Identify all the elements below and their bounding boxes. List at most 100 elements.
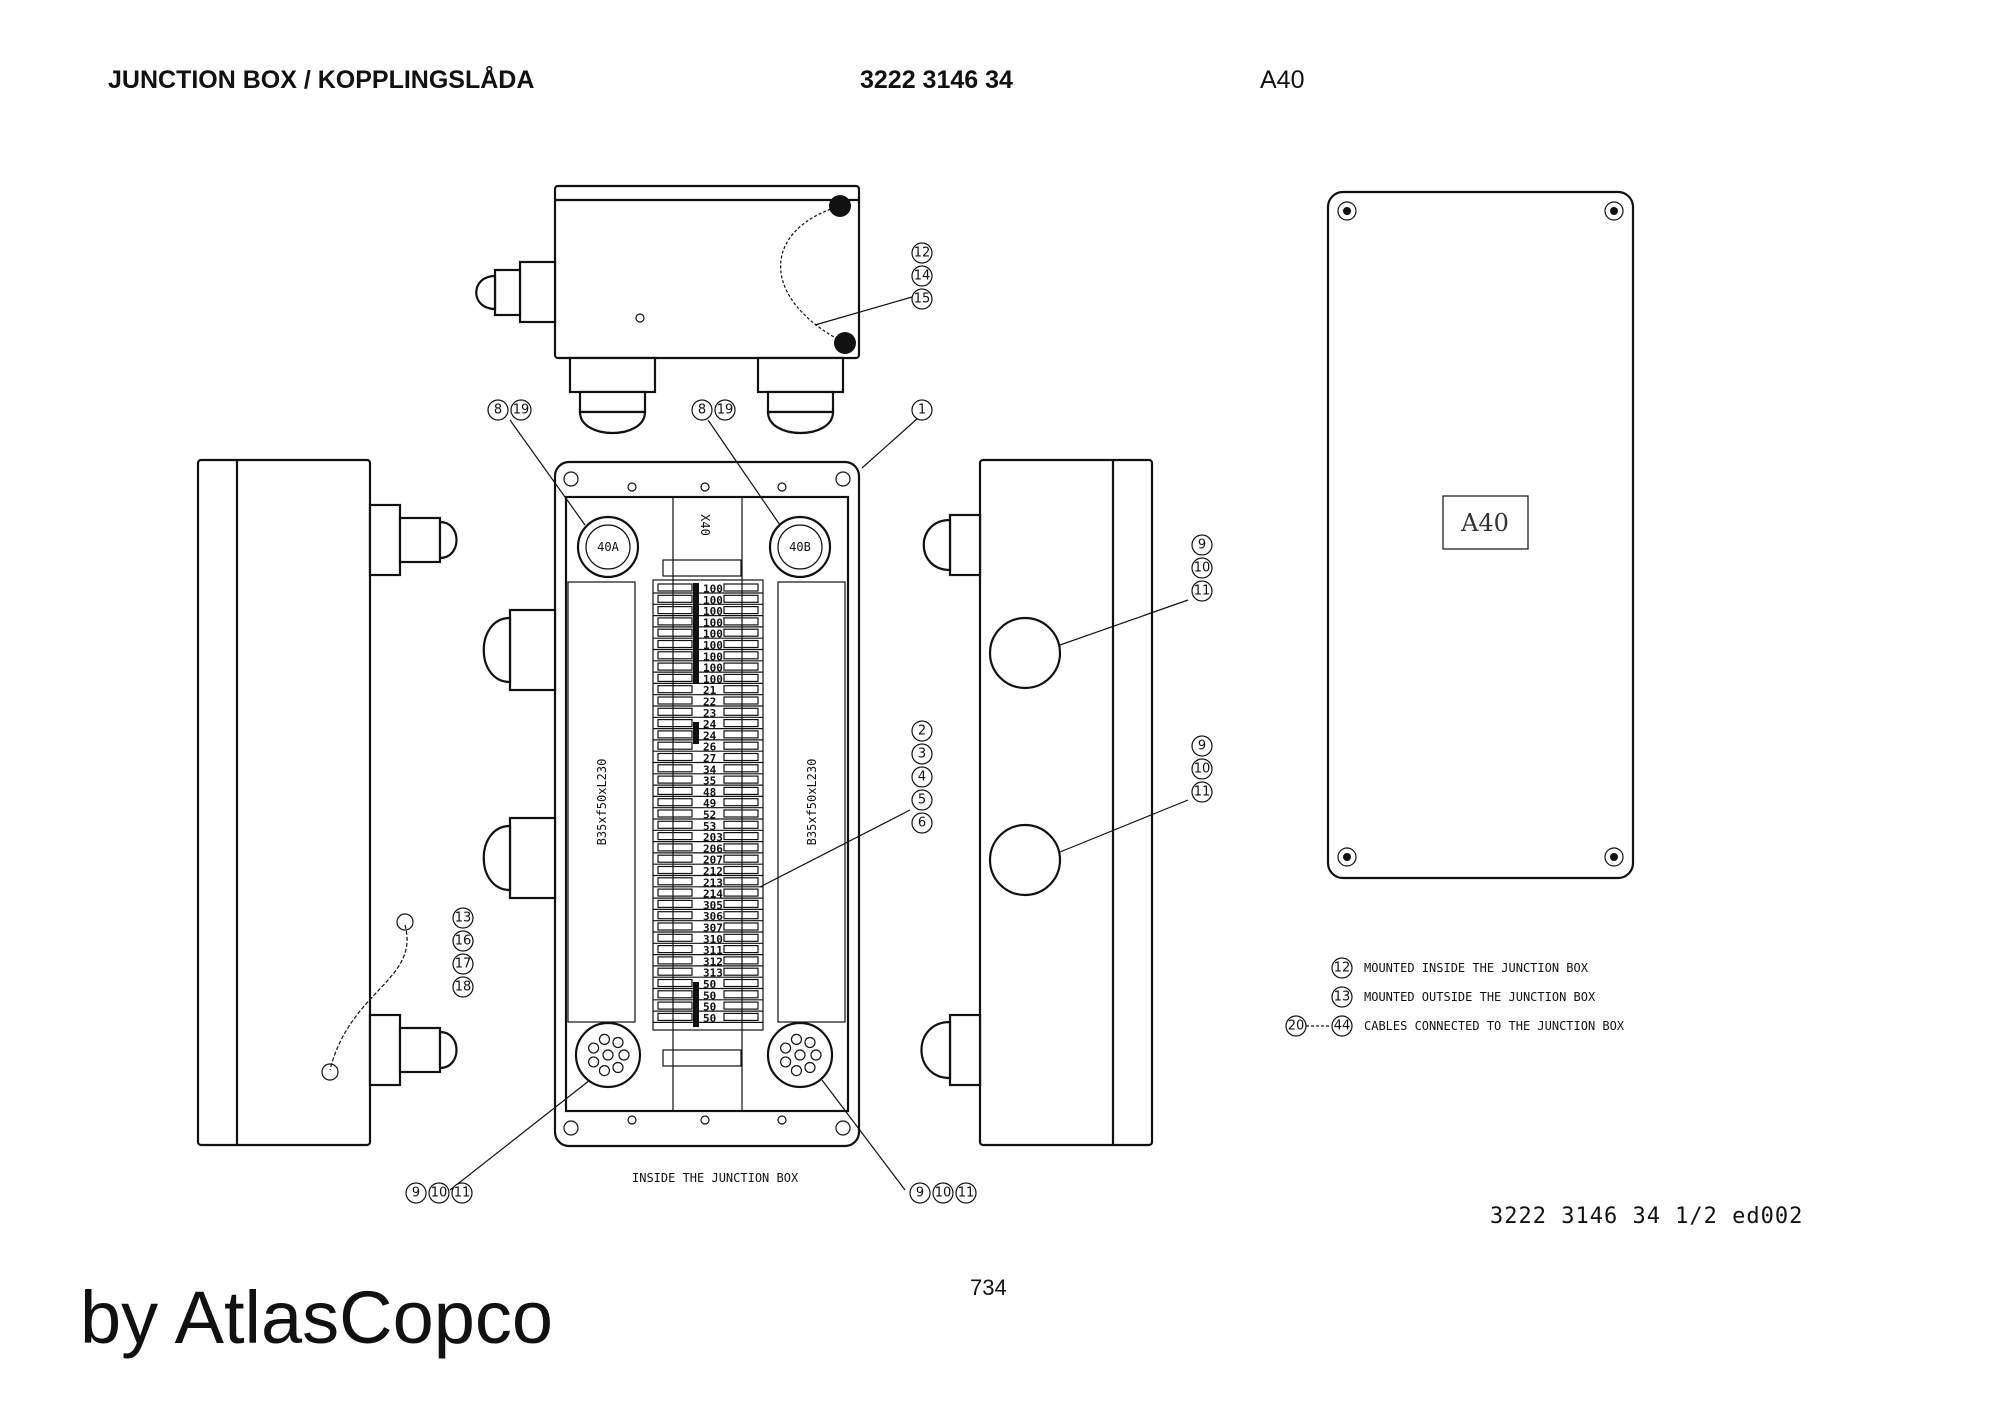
terminal-label: 34 bbox=[703, 763, 717, 776]
svg-text:13: 13 bbox=[455, 911, 472, 926]
front-view: 40A 40B B35xf50xL230 B35xf50xL230 X40 10… bbox=[482, 460, 1049, 1185]
drawing-reference: 3222 3146 34 1/2 ed002 bbox=[1490, 1204, 1804, 1229]
terminal-label: 24 bbox=[703, 729, 717, 742]
legend: 12 MOUNTED INSIDE THE JUNCTION BOX 13 MOUNT… bbox=[1285, 957, 1625, 1037]
callout-earth: 16 bbox=[452, 930, 474, 952]
terminal-label: 100 bbox=[703, 662, 723, 675]
terminal-label: 313 bbox=[703, 967, 723, 980]
svg-text:9: 9 bbox=[916, 1186, 924, 1201]
svg-text:10: 10 bbox=[935, 1186, 952, 1201]
terminal-label: 100 bbox=[703, 628, 723, 641]
svg-text:17: 17 bbox=[455, 957, 472, 972]
svg-text:5: 5 bbox=[918, 793, 926, 808]
terminal-label: 100 bbox=[703, 673, 723, 686]
svg-text:20: 20 bbox=[1288, 1019, 1305, 1034]
leader-lines bbox=[449, 296, 1189, 1191]
callout-bottom-right: 9 bbox=[909, 1182, 931, 1204]
cover-view: A40 bbox=[1326, 190, 1635, 880]
terminal-label: 24 bbox=[703, 718, 717, 731]
terminal-label: 27 bbox=[703, 752, 716, 765]
callout-earth: 18 bbox=[452, 976, 474, 998]
terminal-label: 50 bbox=[703, 978, 716, 991]
callout-right-gland-lower: 10 bbox=[1191, 758, 1213, 780]
terminal-label: 49 bbox=[703, 797, 716, 810]
terminal-rows: 1001001001001001001001001002122232424262… bbox=[653, 583, 763, 1027]
svg-text:8: 8 bbox=[698, 403, 706, 418]
terminal-label: 21 bbox=[703, 684, 717, 697]
legend-row: 12 MOUNTED INSIDE THE JUNCTION BOX bbox=[1331, 957, 1589, 979]
terminal-label: 100 bbox=[703, 616, 723, 629]
terminal-label: 50 bbox=[703, 989, 716, 1002]
terminal-label: 50 bbox=[703, 1001, 716, 1014]
terminal-label: 100 bbox=[703, 594, 723, 607]
svg-text:9: 9 bbox=[412, 1186, 420, 1201]
callout-gland-left: 19 bbox=[510, 399, 532, 421]
terminal-label: 212 bbox=[703, 865, 723, 878]
terminal-label: 206 bbox=[703, 842, 723, 855]
right-side-view bbox=[920, 458, 1154, 1147]
callout-bottom-right: 11 bbox=[955, 1182, 977, 1204]
callout-gland-left: 8 bbox=[487, 399, 509, 421]
svg-text:1: 1 bbox=[918, 403, 926, 418]
terminal-label: 100 bbox=[703, 583, 723, 596]
terminal-label: 306 bbox=[703, 910, 723, 923]
svg-text:16: 16 bbox=[455, 934, 472, 949]
callout-right-gland-lower: 11 bbox=[1191, 781, 1213, 803]
svg-text:MOUNTED OUTSIDE THE JUNCTION B: MOUNTED OUTSIDE THE JUNCTION BOX bbox=[1364, 990, 1596, 1004]
terminal-label: 100 bbox=[703, 605, 723, 618]
left-side-view bbox=[196, 458, 458, 1147]
svg-text:11: 11 bbox=[1194, 785, 1211, 800]
terminal-label: 311 bbox=[703, 944, 723, 957]
callout-terminals: 6 bbox=[911, 812, 933, 834]
terminal-label: 312 bbox=[703, 955, 723, 968]
gland-label-40a: 40A bbox=[597, 540, 619, 554]
svg-text:13: 13 bbox=[1334, 990, 1351, 1005]
callout-terminals: 4 bbox=[911, 766, 933, 788]
document-title: JUNCTION BOX / KOPPLINGSLÅDA bbox=[108, 66, 535, 94]
callout-gland-right: 8 bbox=[691, 399, 713, 421]
callout-earth: 17 bbox=[452, 953, 474, 975]
terminal-label: 310 bbox=[703, 933, 723, 946]
svg-text:12: 12 bbox=[914, 246, 931, 261]
callout-bottom-right: 10 bbox=[932, 1182, 954, 1204]
svg-text:2: 2 bbox=[918, 724, 926, 739]
svg-text:19: 19 bbox=[513, 403, 530, 418]
terminal-label: 26 bbox=[703, 741, 717, 754]
svg-text:3: 3 bbox=[918, 747, 926, 762]
page-number: 734 bbox=[970, 1275, 1007, 1300]
callout-top-box: 12 bbox=[911, 242, 933, 264]
svg-text:9: 9 bbox=[1198, 739, 1206, 754]
svg-text:CABLES CONNECTED TO THE JUNCTI: CABLES CONNECTED TO THE JUNCTION BOX bbox=[1364, 1019, 1625, 1033]
callout-right-gland-upper: 9 bbox=[1191, 534, 1213, 556]
terminal-label: 22 bbox=[703, 696, 716, 709]
terminal-label: 214 bbox=[703, 888, 723, 901]
terminal-label: 53 bbox=[703, 820, 716, 833]
inner-label: INSIDE THE JUNCTION BOX bbox=[632, 1171, 799, 1185]
callout-bottom-left: 10 bbox=[428, 1182, 450, 1204]
terminal-label: 50 bbox=[703, 1012, 716, 1025]
terminal-label: 307 bbox=[703, 922, 723, 935]
svg-text:11: 11 bbox=[454, 1186, 471, 1201]
top-side-view bbox=[475, 184, 861, 434]
svg-text:MOUNTED INSIDE THE JUNCTION BO: MOUNTED INSIDE THE JUNCTION BOX bbox=[1364, 961, 1589, 975]
svg-text:12: 12 bbox=[1334, 961, 1351, 976]
terminal-label: 48 bbox=[703, 786, 716, 799]
svg-text:44: 44 bbox=[1334, 1019, 1351, 1034]
callout-earth: 13 bbox=[452, 907, 474, 929]
svg-text:14: 14 bbox=[914, 269, 931, 284]
svg-text:9: 9 bbox=[1198, 538, 1206, 553]
cover-label: A40 bbox=[1460, 509, 1509, 537]
brand: by AtlasCopco bbox=[80, 1276, 554, 1359]
terminal-block-label: X40 bbox=[698, 514, 712, 536]
callout-terminals: 5 bbox=[911, 789, 933, 811]
legend-row: 13 MOUNTED OUTSIDE THE JUNCTION BOX bbox=[1331, 986, 1596, 1008]
legend-row: 20 44 CABLES CONNECTED TO THE JUNCTION BOX bbox=[1285, 1015, 1625, 1037]
rail-label-left: B35xf50xL230 bbox=[595, 759, 609, 846]
svg-text:10: 10 bbox=[431, 1186, 448, 1201]
terminal-label: 100 bbox=[703, 650, 723, 663]
terminal-label: 35 bbox=[703, 775, 716, 788]
svg-text:10: 10 bbox=[1194, 762, 1211, 777]
svg-text:18: 18 bbox=[455, 980, 472, 995]
